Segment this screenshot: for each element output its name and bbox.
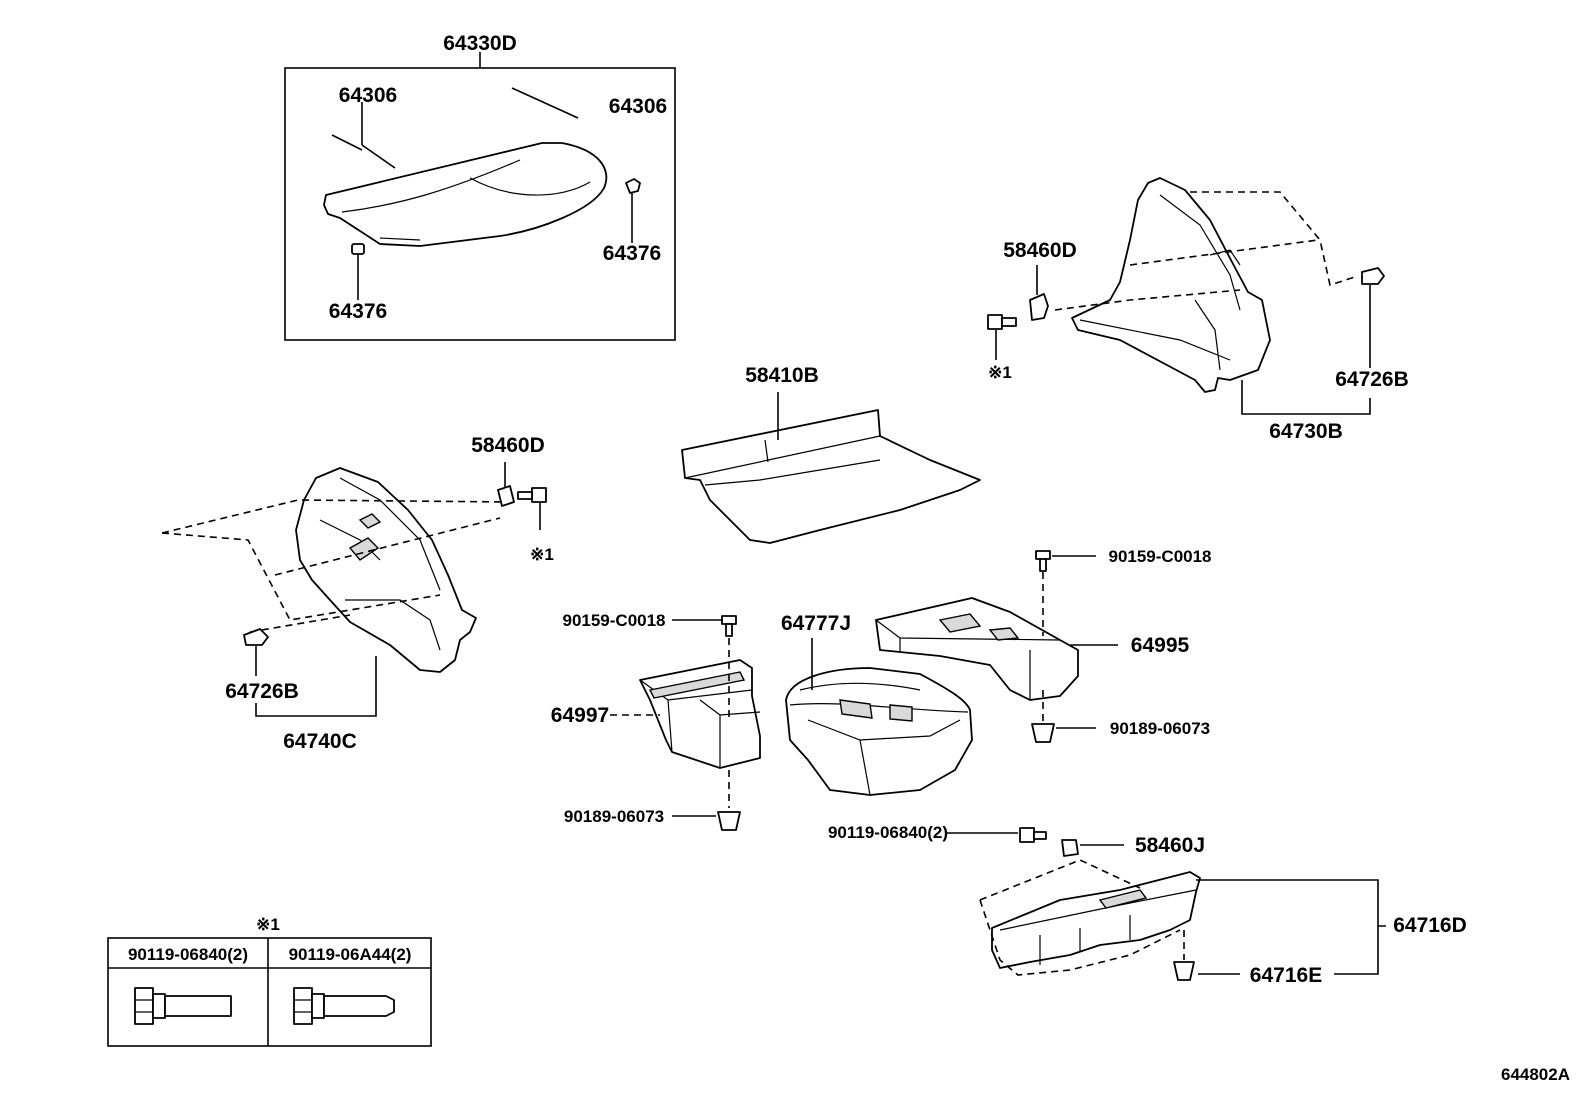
right-box bbox=[875, 597, 1079, 701]
label-64740C[interactable]: 64740C bbox=[283, 730, 357, 753]
bolt-legend-table: ※1 90119-06840(2) 90119-06A44(2) bbox=[107, 915, 432, 1047]
label-64716E[interactable]: 64716E bbox=[1250, 964, 1322, 987]
luggage-mat bbox=[681, 409, 981, 544]
clip-box-right bbox=[1031, 723, 1055, 743]
label-58460D-lh[interactable]: 58460D bbox=[471, 434, 545, 457]
legend-mark: ※1 bbox=[256, 915, 280, 934]
lh-clip bbox=[243, 628, 269, 646]
rear-plate-group: 90119-06840(2) 58460J 64716D 64716E bbox=[828, 823, 1467, 987]
screw-right bbox=[1035, 550, 1051, 572]
tonneau-cover-group: 64330D 64306 64306 64376 64376 bbox=[284, 32, 676, 341]
label-screw-right[interactable]: 90159-C0018 bbox=[1108, 547, 1211, 566]
clip-left bbox=[351, 243, 365, 255]
right-box-group: 90159-C0018 64995 90189-06073 bbox=[875, 547, 1212, 743]
label-58460J[interactable]: 58460J bbox=[1135, 834, 1205, 857]
rh-clip bbox=[1361, 267, 1385, 285]
label-64716D[interactable]: 64716D bbox=[1393, 914, 1467, 937]
center-box bbox=[785, 667, 973, 796]
rh-side-panel bbox=[1071, 177, 1271, 393]
label-lh-bolt-mark[interactable]: ※1 bbox=[530, 545, 554, 564]
legend-col2: 90119-06A44(2) bbox=[289, 945, 412, 964]
label-rh-bolt-mark[interactable]: ※1 bbox=[988, 363, 1012, 382]
label-64376-right[interactable]: 64376 bbox=[603, 242, 661, 265]
label-58460D-rh[interactable]: 58460D bbox=[1003, 239, 1077, 262]
legend-col1: 90119-06840(2) bbox=[128, 945, 248, 964]
lh-bolt bbox=[517, 487, 547, 503]
rear-bolt bbox=[1019, 827, 1047, 843]
label-58410B[interactable]: 58410B bbox=[745, 364, 819, 387]
rear-plate bbox=[991, 871, 1201, 969]
legend-bolt-2 bbox=[293, 987, 395, 1025]
diagram-code: 644802A bbox=[1501, 1065, 1570, 1084]
label-clip-box-right[interactable]: 90189-06073 bbox=[1110, 719, 1210, 738]
rh-bolt bbox=[987, 314, 1017, 330]
rh-hook bbox=[1029, 293, 1049, 321]
rh-side-trim-group: 58460D ※1 64726B 64730B bbox=[987, 177, 1409, 443]
lh-side-trim-group: 58460D ※1 64726B 64740C bbox=[161, 434, 554, 753]
rear-hook bbox=[1061, 839, 1079, 857]
cover-board bbox=[323, 142, 608, 247]
screw-left bbox=[721, 615, 737, 637]
label-64376-left[interactable]: 64376 bbox=[329, 300, 387, 323]
legend-bolt-1 bbox=[134, 987, 232, 1025]
clip-box-left bbox=[717, 811, 741, 831]
clip-right bbox=[625, 178, 641, 194]
label-64306-left[interactable]: 64306 bbox=[339, 84, 397, 107]
label-clip-box-left[interactable]: 90189-06073 bbox=[564, 807, 664, 826]
label-64306-right[interactable]: 64306 bbox=[609, 95, 667, 118]
label-64726B-lh[interactable]: 64726B bbox=[225, 680, 299, 703]
lh-side-panel bbox=[295, 467, 477, 673]
luggage-mat-group: 58410B bbox=[681, 364, 981, 544]
label-64997[interactable]: 64997 bbox=[551, 704, 609, 727]
lh-hook bbox=[497, 485, 515, 507]
label-screw-left[interactable]: 90159-C0018 bbox=[562, 611, 665, 630]
left-box-group: 90159-C0018 64997 90189-06073 bbox=[551, 611, 761, 831]
rear-clip bbox=[1173, 961, 1195, 981]
label-64777J[interactable]: 64777J bbox=[781, 612, 851, 635]
label-64730B[interactable]: 64730B bbox=[1269, 420, 1343, 443]
center-box-group: 64777J bbox=[781, 612, 973, 796]
label-64726B-rh[interactable]: 64726B bbox=[1335, 368, 1409, 391]
label-64995[interactable]: 64995 bbox=[1131, 634, 1190, 657]
label-64330D[interactable]: 64330D bbox=[443, 32, 517, 55]
label-rear-bolt[interactable]: 90119-06840(2) bbox=[828, 823, 948, 842]
